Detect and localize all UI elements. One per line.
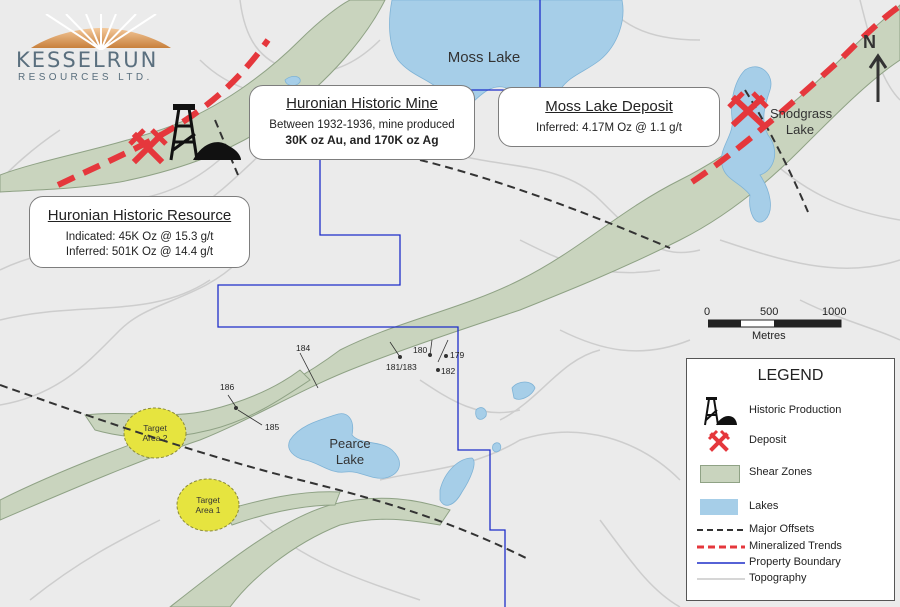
crossed-hammers-icon-huronian: [128, 128, 168, 165]
legend-label-shear-zones: Shear Zones: [749, 466, 812, 478]
drill-label-180: 180: [413, 345, 428, 355]
legend-label-historic-production: Historic Production: [749, 404, 842, 416]
legend-label-mineralized-trends: Mineralized Trends: [749, 540, 842, 552]
legend-item-property-boundary: Property Boundary: [687, 554, 894, 574]
crossed-hammers-icon: [707, 429, 731, 452]
snodgrass-lake-label: Snodgrass Lake: [770, 106, 833, 137]
scale-bar-graphic: [708, 319, 842, 328]
moss-lake-deposit-callout: Moss Lake Deposit Inferred: 4.17M Oz @ 1…: [498, 87, 720, 147]
logo-name: KESSELRUN: [16, 48, 159, 72]
headframe-icon: [704, 397, 737, 426]
huronian-resource-callout: Huronian Historic Resource Indicated: 45…: [29, 196, 250, 268]
legend-item-deposit: Deposit: [687, 429, 894, 453]
huronian-resource-title: Huronian Historic Resource: [47, 207, 232, 224]
huronian-mine-callout: Huronian Historic Mine Between 1932-1936…: [249, 85, 475, 160]
legend-item-mineralized-trends: Mineralized Trends: [687, 538, 894, 558]
kesselrun-logo: KESSELRUN RESOURCES LTD.: [16, 14, 186, 84]
dashed-red-line: [697, 545, 745, 549]
lakes: [284, 0, 776, 506]
pearce-lake-label: Pearce Lake: [329, 436, 371, 467]
lake-swatch: [700, 499, 738, 515]
legend-item-topography: Topography: [687, 570, 894, 590]
moss-lake-label: Moss Lake: [447, 49, 521, 66]
legend-item-historic-production: Historic Production: [687, 396, 894, 428]
scale-tick-0: 0: [704, 306, 711, 318]
crossed-hammers-icon-moss-lake: [727, 91, 769, 128]
drill-label-179: 179: [450, 350, 465, 360]
huronian-mine-line1: Between 1932-1936, mine produced: [269, 119, 455, 131]
target-area-2-label: Target Area 2: [142, 423, 168, 443]
logo-subtitle: RESOURCES LTD.: [18, 72, 153, 83]
target-area-1-label: Target Area 1: [195, 495, 221, 515]
legend-label-topography: Topography: [749, 572, 807, 584]
north-arrow-icon: [868, 53, 888, 102]
drill-label-181-183: 181/183: [386, 362, 417, 372]
drill-hole-markers: [227, 339, 449, 426]
legend-label-lakes: Lakes: [749, 500, 779, 512]
scale-tick-500: 500: [760, 306, 779, 318]
drill-label-184: 184: [296, 343, 311, 353]
scale-tick-1000: 1000: [822, 306, 847, 318]
huronian-mine-line2: 30K oz Au, and 170K oz Ag: [285, 133, 439, 147]
huronian-resource-line2: Inferred: 501K Oz @ 14.4 g/t: [65, 246, 214, 258]
moss-lake-deposit-title: Moss Lake Deposit: [545, 98, 673, 115]
legend-title: LEGEND: [757, 367, 824, 384]
drill-label-185: 185: [265, 422, 280, 432]
legend-label-major-offsets: Major Offsets: [749, 523, 815, 535]
moss-lake-deposit-line1: Inferred: 4.17M Oz @ 1.1 g/t: [536, 122, 682, 134]
legend-item-lakes: Lakes: [687, 497, 894, 517]
north-label: N: [863, 32, 876, 52]
mineralized-trends: [56, 3, 900, 188]
legend: LEGEND Historic Production: [686, 358, 895, 601]
scale-unit: Metres: [752, 330, 786, 342]
headframe-icon: [169, 104, 241, 161]
blue-line: [697, 562, 745, 564]
huronian-mine-title: Huronian Historic Mine: [286, 95, 438, 112]
sunrise-logo-icon: [31, 14, 171, 50]
shear-swatch: [700, 465, 740, 483]
target-areas: [123, 407, 240, 532]
scale-bar: 0 500 1000 Metres: [700, 306, 850, 346]
legend-label-deposit: Deposit: [749, 434, 787, 446]
huronian-resource-line1: Indicated: 45K Oz @ 15.3 g/t: [65, 231, 214, 243]
legend-label-property-boundary: Property Boundary: [749, 556, 841, 568]
dashed-black-line: [697, 529, 745, 531]
drill-label-186: 186: [220, 382, 235, 392]
drill-label-182: 182: [441, 366, 456, 376]
legend-item-shear-zones: Shear Zones: [687, 463, 894, 483]
legend-item-major-offsets: Major Offsets: [687, 521, 894, 541]
grey-line: [697, 578, 745, 580]
